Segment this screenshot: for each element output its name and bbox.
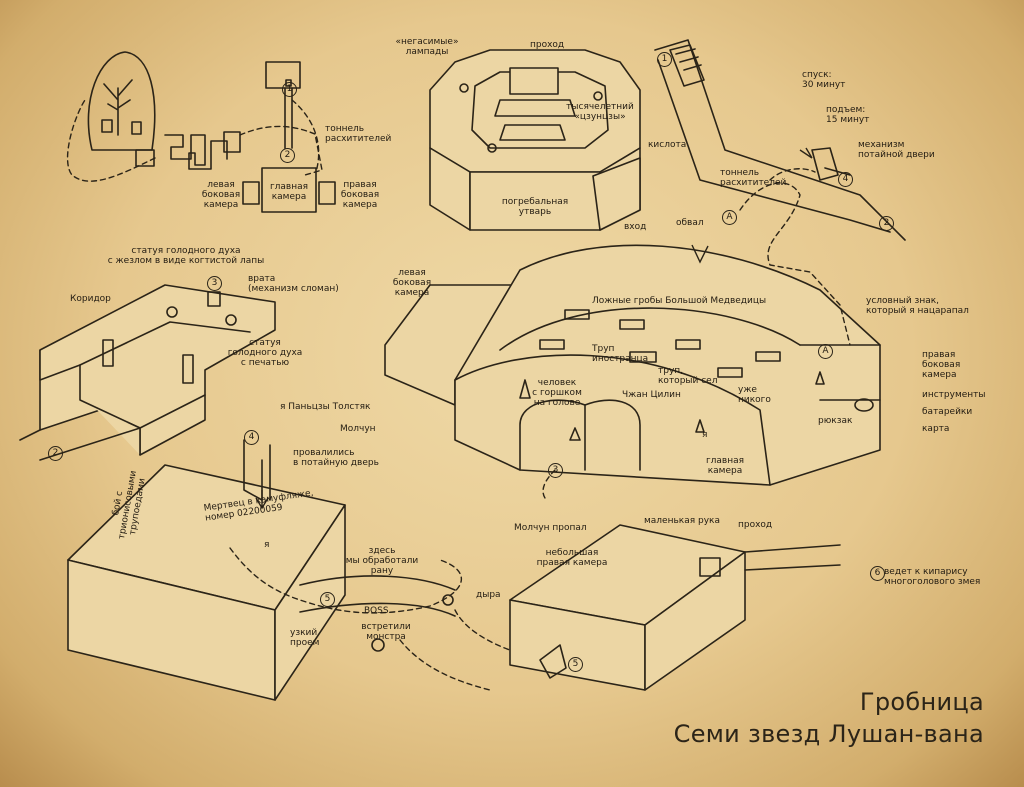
- map-title-line1: Гробница: [859, 688, 984, 716]
- label-treated-wound: здесь мы обработали рану: [345, 546, 419, 576]
- label-man-with-pot: человек с горшком на голове: [532, 378, 582, 408]
- label-tunnel-robbers-mid: тоннель расхитителей: [720, 168, 787, 188]
- octagon-burial-chamber: [429, 49, 641, 231]
- marker-5-small: 5: [568, 657, 583, 672]
- label-party: я Паньцзы Толстяк: [280, 402, 371, 412]
- label-small-hand: маленькая рука: [644, 516, 720, 526]
- marker-2-corridor: 2: [48, 446, 63, 461]
- marker-1: 1: [657, 52, 672, 67]
- label-zhang-qilin: Чжан Цилин: [622, 390, 681, 400]
- label-me-main: я: [702, 430, 708, 440]
- map-title-line2: Семи звезд Лушан-вана: [673, 720, 984, 748]
- label-backpack: рюкзак: [818, 416, 853, 426]
- label-right-side-chamber-mid: правая боковая камера: [922, 350, 961, 380]
- label-burial-utensils: погребальная утварь: [501, 197, 569, 217]
- label-nobody-anymore: уже никого: [738, 385, 771, 405]
- label-map: карта: [922, 424, 950, 434]
- label-me-pit: я: [264, 540, 270, 550]
- label-statue-staff: статуя голодного духа с жезлом в виде ко…: [107, 246, 265, 266]
- marker-A-sign: A: [818, 344, 833, 359]
- marker-2-overview: 2: [280, 148, 295, 163]
- label-acid: кислота: [648, 140, 687, 150]
- marker-A-collapse: A: [722, 210, 737, 225]
- corridor-chamber: [19, 284, 276, 461]
- label-corridor: Коридор: [70, 294, 111, 304]
- marker-5-pit: 5: [320, 592, 335, 607]
- map-title: Гробница Семи звезд Лушан-вана: [674, 686, 984, 750]
- label-thousand-year-zongzi: тысячелетний «цзунцзы»: [566, 102, 634, 122]
- marker-6: 6: [870, 566, 885, 581]
- label-invisible-lamps: «негасимые» лампады: [395, 37, 459, 57]
- label-right-side-chamber-top: правая боковая камера: [340, 180, 380, 210]
- label-batteries: батарейки: [922, 407, 973, 417]
- label-hole: дыра: [476, 590, 501, 600]
- label-small-right-chamber: небольшая правая камера: [536, 548, 608, 568]
- label-hidden-door-mechanism: механизм потайной двери: [858, 140, 935, 160]
- label-left-side-chamber-mid: левая боковая камера: [392, 268, 432, 298]
- marker-3-main: 3: [548, 463, 563, 478]
- label-molchun-gone: Молчун пропал: [514, 523, 587, 533]
- label-corpse-sat-up: труп, который сел: [658, 366, 718, 386]
- label-tunnel-robbers-top: тоннель расхитителей: [325, 124, 392, 144]
- label-ascent: подъем: 15 минут: [826, 105, 870, 125]
- label-main-chamber-mid: главная камера: [705, 456, 745, 476]
- label-passage-bottom: проход: [738, 520, 773, 530]
- label-descent: спуск: 30 минут: [802, 70, 846, 90]
- label-leads-cypress: ведет к кипарису многоголового змея: [884, 567, 981, 587]
- label-passage-top: проход: [530, 40, 565, 50]
- label-boss: BOSS: [364, 606, 389, 616]
- label-molchun-top: Молчун: [340, 424, 376, 434]
- label-instruments: инструменты: [922, 390, 986, 400]
- pit-chamber: [67, 439, 546, 701]
- label-collapse: обвал: [676, 218, 704, 228]
- label-met-monster: встретили монстра: [361, 622, 411, 642]
- label-main-chamber-top: главная камера: [269, 182, 309, 202]
- marker-3-corridor: 3: [207, 276, 222, 291]
- label-fell-hidden-door: провалились в потайную дверь: [293, 448, 379, 468]
- label-corpse-foreigner: Труп иностранца: [592, 344, 649, 364]
- label-entrance: вход: [624, 222, 647, 232]
- label-gates: врата (механизм сломан): [248, 274, 339, 294]
- label-left-side-chamber-top: левая боковая камера: [201, 180, 241, 210]
- small-right-chamber: [509, 524, 841, 691]
- label-false-coffins: Ложные гробы Большой Медведицы: [592, 296, 767, 306]
- label-sign-scratched: условный знак, который я нацарапал: [866, 296, 969, 316]
- marker-4-pit: 4: [244, 430, 259, 445]
- marker-4-mechanism: 4: [838, 172, 853, 187]
- label-statue-seal: статуя голодного духа с печатью: [227, 338, 303, 368]
- marker-2-descent: 2: [879, 216, 894, 231]
- marker-1-overview: 1: [282, 82, 297, 97]
- main-chamber: [384, 182, 881, 499]
- label-narrow-opening: узкий проем: [290, 628, 320, 648]
